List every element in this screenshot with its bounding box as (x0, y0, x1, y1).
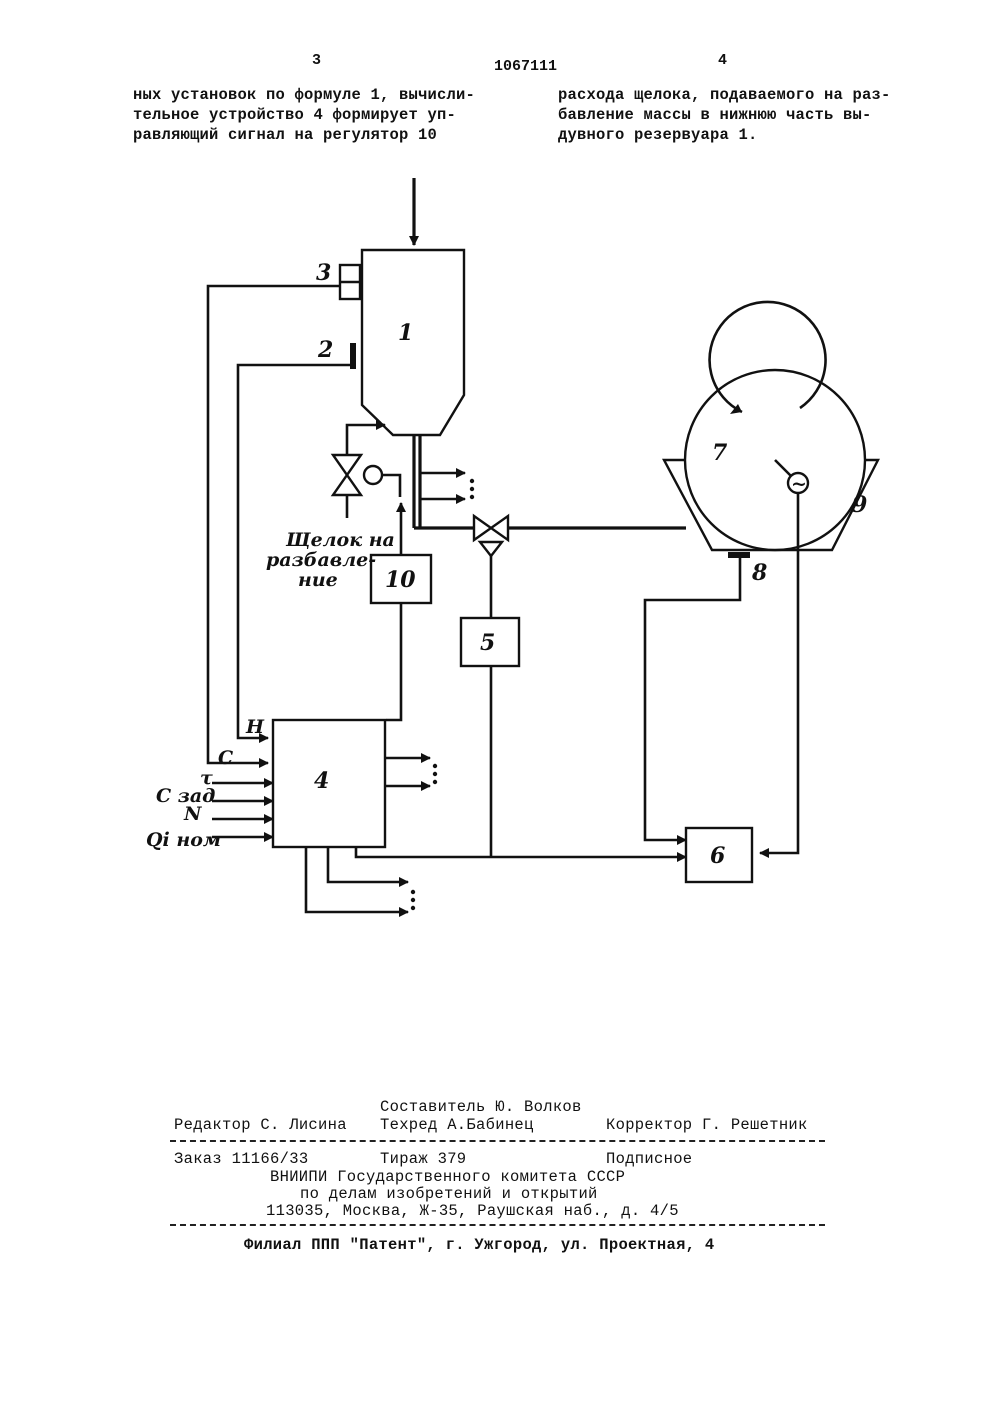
process-diagram: 1 3 2 10 Щелок на разбавле- ние 5 7 9 ~ (0, 0, 1000, 1000)
block-6-label: 6 (710, 843, 725, 869)
output-right-dot-3 (433, 780, 437, 784)
input-H-label: H (245, 716, 265, 738)
drum-label: 7 (712, 440, 728, 466)
motor-symbol: ~ (791, 473, 807, 495)
mass-valve-actuator (480, 542, 502, 556)
dilution-label-line-3: ние (298, 569, 338, 591)
footer-branch: Филиал ППП "Патент", г. Ужгород, ул. Про… (244, 1236, 714, 1254)
output-right-dot-1 (433, 764, 437, 768)
footer-order: Заказ 11166/33 (174, 1150, 308, 1168)
input-Qinom-label: Qi ном (146, 829, 221, 851)
computer-label: 4 (314, 768, 329, 794)
output-bottom-1 (328, 847, 408, 882)
outlet-dot-3 (470, 495, 474, 499)
footer-org-line-1: ВНИИПИ Государственного комитета СССР (270, 1168, 625, 1186)
footer-techred: Техред А.Бабинец (380, 1116, 534, 1134)
dilution-label-line-2: разбавле- (266, 549, 376, 571)
footer-divider-2 (170, 1224, 825, 1226)
dilution-valve (333, 455, 361, 495)
footer-corrector: Корректор Г. Решетник (606, 1116, 808, 1134)
sensor-8-label: 8 (751, 560, 767, 586)
mass-valve (474, 516, 508, 540)
computer-to-block6-line (356, 847, 686, 857)
vat-level-sensor (728, 552, 750, 558)
input-C-label: C (218, 747, 233, 769)
sensor-3-label: 3 (316, 260, 331, 286)
footer-circulation: Тираж 379 (380, 1150, 466, 1168)
footer-address: 113035, Москва, Ж-35, Раушская наб., д. … (266, 1202, 679, 1220)
footer-divider-1 (170, 1140, 825, 1142)
dilution-valve-link (382, 475, 400, 497)
output-right-dot-2 (433, 772, 437, 776)
output-bottom-dot-1 (411, 890, 415, 894)
block-5-label: 5 (480, 630, 495, 656)
output-bottom-dot-3 (411, 906, 415, 910)
level-sensor (350, 343, 356, 369)
footer-editor: Редактор С. Лисина (174, 1116, 347, 1134)
footer-composer: Составитель Ю. Волков (380, 1098, 582, 1116)
computer-to-regulator-line (386, 603, 401, 720)
outlet-dot-2 (470, 487, 474, 491)
footer-org-line-2: по делам изобретений и открытий (300, 1185, 598, 1203)
dilution-label-line-1: Щелок на (285, 529, 395, 551)
regulator-10-label: 10 (385, 567, 416, 593)
tank-label: 1 (398, 320, 413, 346)
outlet-dot-1 (470, 479, 474, 483)
output-bottom-dot-2 (411, 898, 415, 902)
dilution-valve-actuator (364, 466, 382, 484)
sensor-2-label: 2 (317, 337, 333, 363)
footer-subscription: Подписное (606, 1150, 692, 1168)
input-N-label: N (183, 803, 202, 825)
vat-label: 9 (852, 492, 867, 518)
sensor-8-line (645, 558, 740, 840)
